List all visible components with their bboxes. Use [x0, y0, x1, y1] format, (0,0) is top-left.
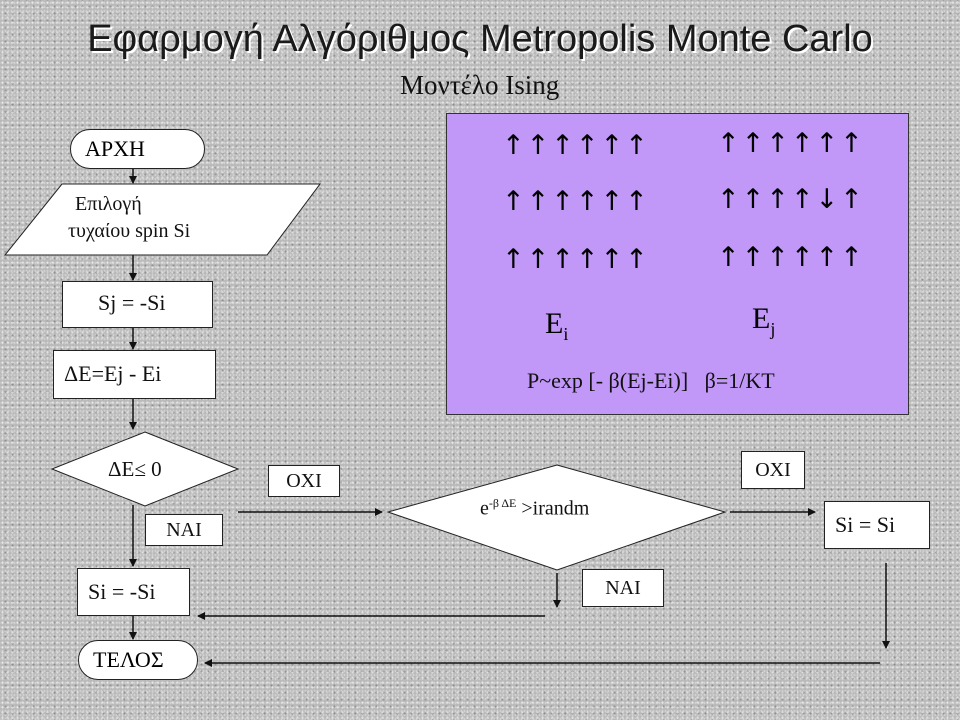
- right-spin-row-1: ↑↑↑↑↑↑: [717, 128, 865, 159]
- no2-label-box: ΟΧΙ: [741, 451, 805, 489]
- yes1-label-box: ΝΑΙ: [145, 514, 223, 546]
- select-spin-shape: [3, 183, 321, 256]
- yes2-label: ΝΑΙ: [605, 576, 641, 599]
- yes1-label: ΝΑΙ: [166, 518, 202, 541]
- accept-label: Si = -Si: [88, 579, 156, 604]
- left-spin-row-3: ↑↑↑↑↑↑: [502, 244, 650, 275]
- decision1-label: ΔE≤ 0: [108, 457, 162, 481]
- reject-node: Si = Si: [824, 501, 930, 549]
- end-node: ΤΕΛΟΣ: [78, 640, 198, 680]
- no1-label: ΟΧΙ: [286, 469, 322, 492]
- right-spin-row-3: ↑↑↑↑↑↑: [717, 242, 865, 273]
- energy-i: Ei: [545, 307, 568, 345]
- ising-panel: ↑↑↑↑↑↑ ↑↑↑↑↑↑ ↑↑↑↑↑↑ ↑↑↑↑↑↑ ↑↑↑↑↓↑ ↑↑↑↑↑…: [446, 113, 909, 415]
- energy-i-base: E: [545, 307, 564, 340]
- decision2-shape: [386, 464, 727, 571]
- yes2-label-box: ΝΑΙ: [582, 569, 664, 607]
- delta-label: ΔE=Ej - Ei: [64, 361, 162, 386]
- decision2-base: e: [480, 497, 489, 520]
- decision2-rest: >irandm: [516, 497, 590, 520]
- page-title: Εφαρμογή Αλγόριθμος Metropolis Monte Car…: [87, 18, 873, 60]
- start-label: ΑΡΧΗ: [85, 136, 145, 161]
- delta-node: ΔE=Ej - Ei: [53, 350, 216, 399]
- no2-label: ΟΧΙ: [755, 458, 791, 481]
- energy-j-base: E: [752, 302, 771, 335]
- reject-label: Si = Si: [835, 512, 896, 537]
- select-line1: Επιλογή: [75, 193, 142, 215]
- decision2-label: e-β ΔE >irandm: [480, 496, 589, 521]
- accept-node: Si = -Si: [77, 568, 190, 616]
- start-node: ΑΡΧΗ: [70, 129, 205, 169]
- page-subtitle: Μοντέλο Ising: [400, 70, 560, 100]
- end-label: ΤΕΛΟΣ: [93, 647, 164, 672]
- flip-label: Sj = -Si: [98, 290, 166, 315]
- probability-formula: P~exp [- β(Ej-Ei)] β=1/KT: [527, 368, 775, 393]
- flip-node: Sj = -Si: [62, 281, 213, 328]
- energy-j: Ej: [752, 302, 775, 340]
- energy-i-sub: i: [563, 324, 569, 344]
- left-spin-row-1: ↑↑↑↑↑↑: [502, 130, 650, 161]
- no1-label-box: ΟΧΙ: [268, 465, 340, 497]
- left-spin-row-2: ↑↑↑↑↑↑: [502, 186, 650, 217]
- decision2-exponent: -β ΔE: [488, 496, 517, 510]
- decision1-shape: [50, 431, 240, 507]
- right-spin-row-2: ↑↑↑↑↓↑: [717, 184, 865, 215]
- energy-j-sub: j: [770, 319, 776, 339]
- select-line2: τυχαίου spin Si: [68, 220, 191, 242]
